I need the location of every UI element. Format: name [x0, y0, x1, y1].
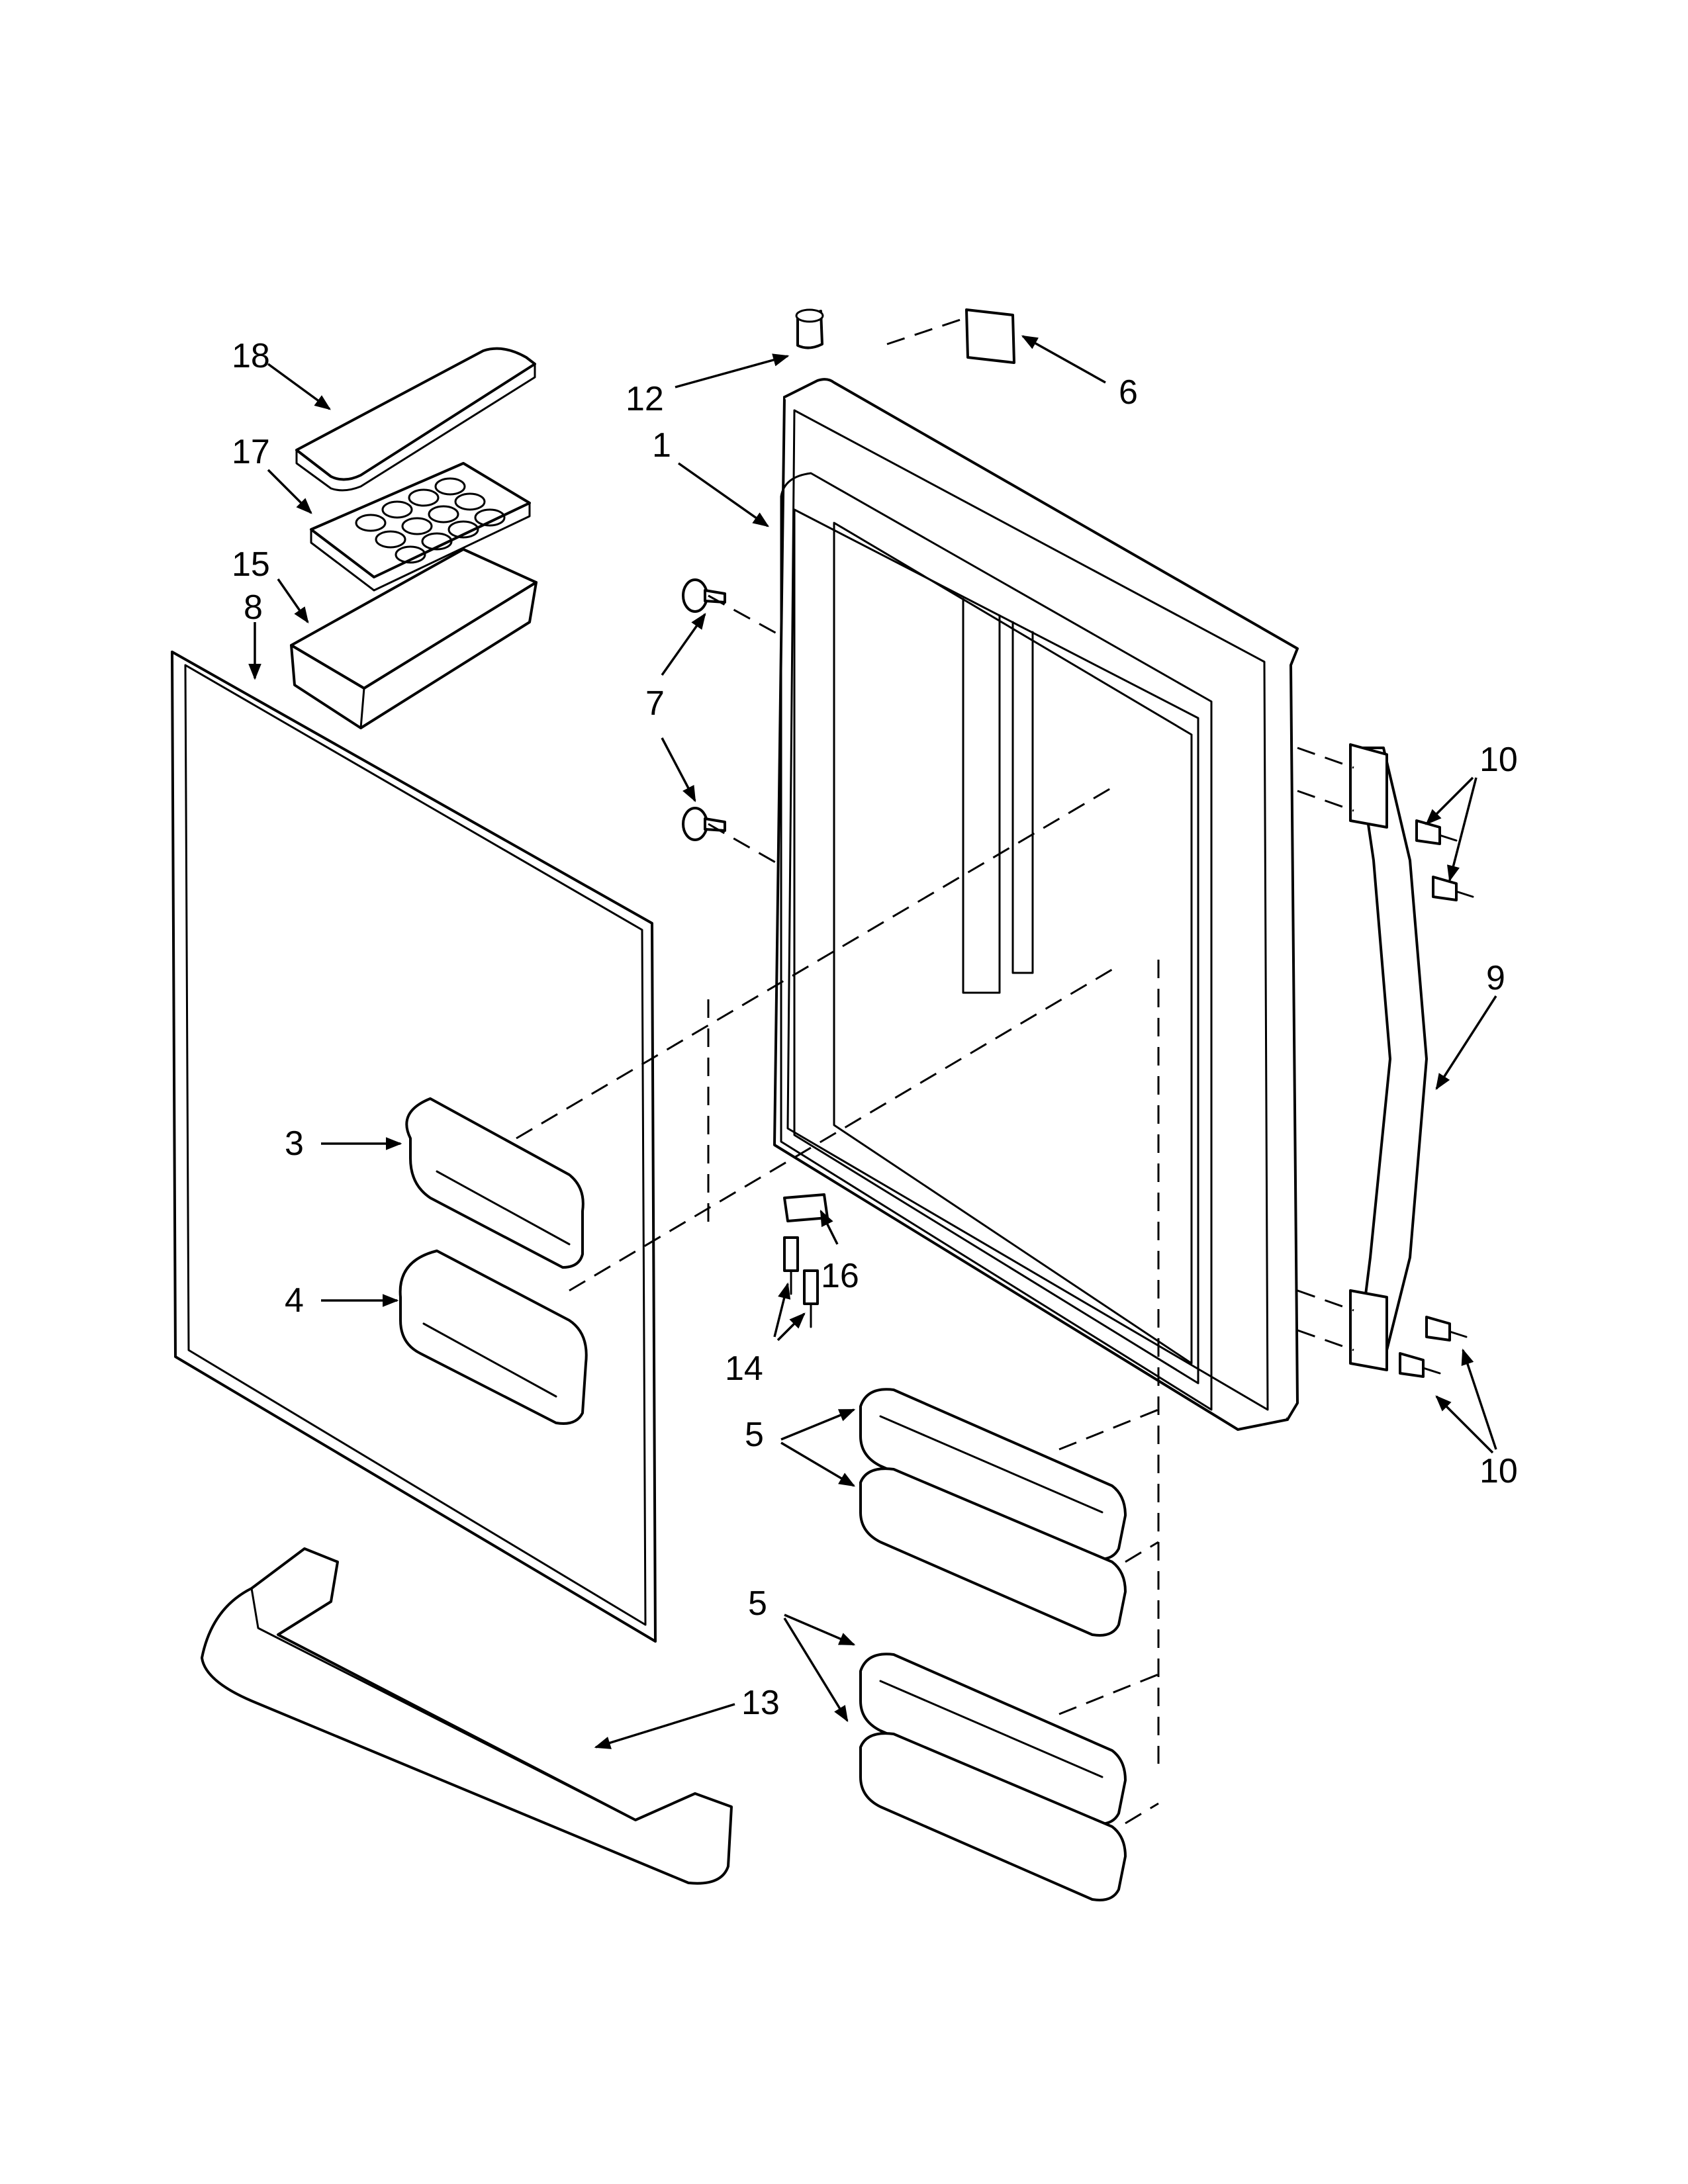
part-9-door-handle — [1349, 743, 1428, 1371]
callout-6: 6 — [1119, 373, 1138, 412]
callout-5-upper: 5 — [745, 1416, 764, 1454]
callout-13: 13 — [741, 1684, 780, 1722]
part-13-large-door-bin — [201, 1547, 733, 1885]
part-5-door-bin-upper-2 — [859, 1467, 1127, 1637]
callout-8: 8 — [244, 588, 263, 627]
part-16-bracket — [783, 1193, 829, 1222]
part-18-egg-tray-cover — [295, 347, 536, 492]
part-10-screw-4 — [1399, 1352, 1441, 1378]
part-15-utility-bin — [290, 548, 538, 729]
part-7-shelf-stud-upper — [682, 578, 726, 613]
part-6-label — [965, 308, 1015, 364]
part-5-door-bin-lower-2 — [859, 1732, 1127, 1901]
part-10-screw-2 — [1432, 876, 1474, 901]
callout-16: 16 — [821, 1257, 859, 1295]
callout-15: 15 — [232, 545, 270, 584]
callout-leaders — [248, 335, 1497, 1749]
callout-1: 1 — [652, 426, 671, 465]
callout-12: 12 — [626, 380, 664, 418]
callout-18: 18 — [232, 337, 270, 375]
callout-3: 3 — [285, 1124, 304, 1163]
callout-17: 17 — [232, 433, 270, 471]
part-10-screw-1 — [1415, 819, 1458, 845]
callout-5-lower: 5 — [748, 1584, 767, 1623]
part-5-door-bin-lower-1 — [859, 1653, 1127, 1825]
part-10-screw-3 — [1425, 1316, 1468, 1342]
callout-4: 4 — [285, 1281, 304, 1320]
callout-14: 14 — [725, 1349, 763, 1388]
part-14-screw-2 — [803, 1269, 819, 1328]
part-14-screw-1 — [783, 1236, 799, 1295]
callout-10-upper: 10 — [1479, 741, 1518, 779]
callout-labels: 18 17 15 8 12 1 6 7 10 9 3 4 16 14 10 5 … — [232, 337, 1518, 1722]
callout-9: 9 — [1486, 959, 1505, 997]
part-4-dairy-bin — [399, 1250, 588, 1425]
part-3-dairy-door — [405, 1097, 585, 1269]
part-7-shelf-stud-lower — [682, 807, 726, 841]
part-17-egg-tray — [310, 462, 531, 592]
part-5-door-bin-upper-1 — [859, 1388, 1127, 1561]
part-12-hinge-bushing — [795, 308, 824, 349]
callout-10-lower: 10 — [1479, 1452, 1518, 1490]
assembly-lines — [516, 316, 1354, 1825]
callout-7: 7 — [645, 684, 665, 723]
